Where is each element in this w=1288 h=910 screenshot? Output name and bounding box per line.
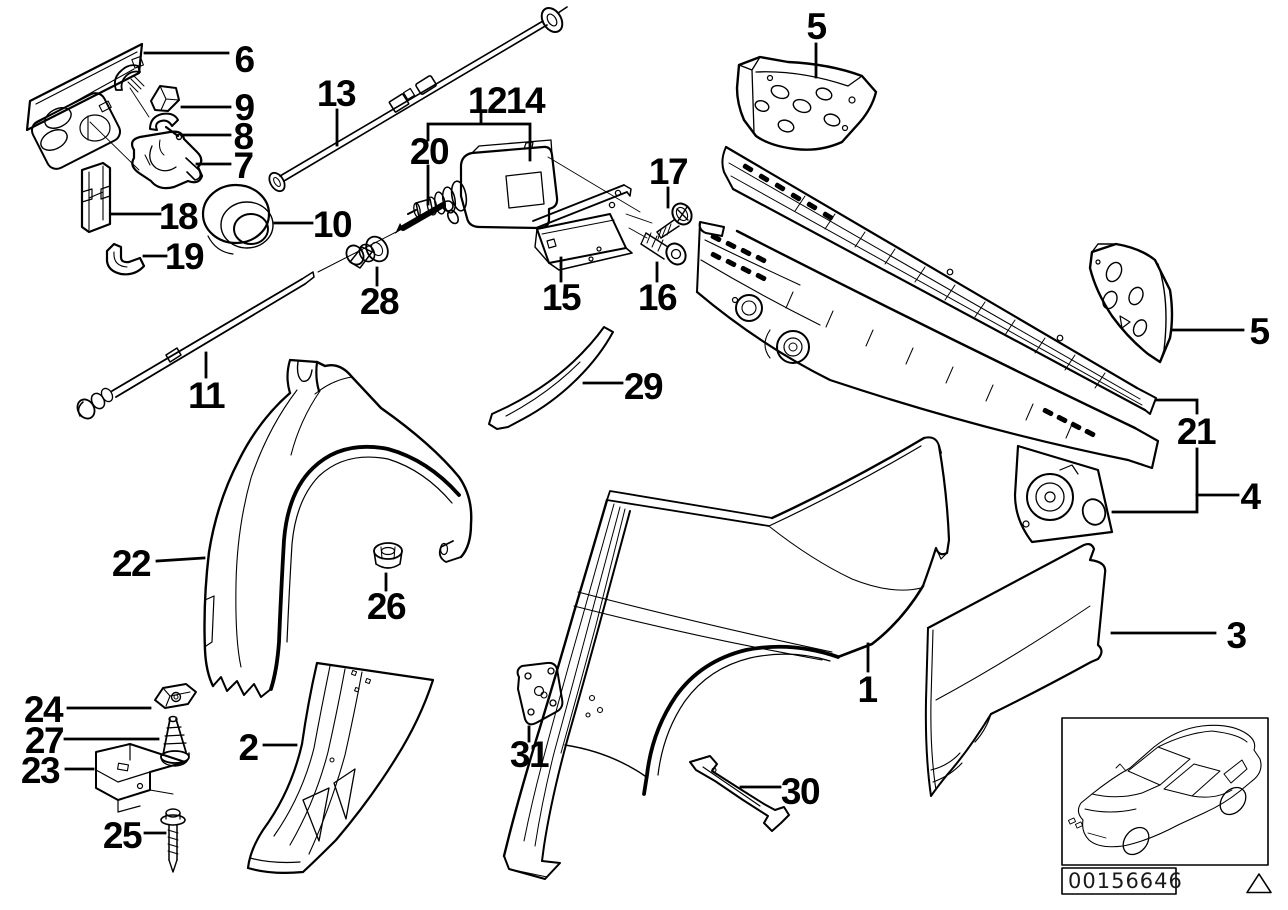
part-2-drawing: [246, 661, 435, 874]
part-6-drawing: [25, 42, 150, 171]
callout-label-19-19: 19: [165, 236, 204, 277]
part-13-drawing: [268, 6, 568, 193]
part-18-drawing: [80, 161, 112, 234]
callout-label-12-12: 12: [468, 80, 507, 121]
callout-label-29-29: 29: [624, 366, 663, 407]
part-27-drawing: [160, 715, 190, 767]
part-3-drawing: [924, 542, 1107, 797]
callout-label-20-20: 20: [410, 131, 449, 172]
image-number-text: 00156646: [1068, 869, 1183, 893]
callout-label-13-14: 13: [317, 73, 356, 114]
part-22-drawing: [203, 358, 473, 698]
callout-label-24-24: 24: [24, 689, 64, 730]
image-number-plate: 00156646: [1061, 867, 1183, 895]
callout-label-5-5: 5: [1249, 311, 1269, 352]
part-5-top-drawing: [735, 55, 878, 151]
image-number-box: [1061, 867, 1177, 895]
part-11-drawing: [76, 228, 403, 420]
callout-label-31-31: 31: [510, 734, 549, 775]
part-19-drawing: [105, 242, 146, 276]
part-30-drawing: [689, 755, 790, 832]
part-4-rail-lower-drawing: [695, 221, 1160, 544]
callout-label-25-25: 25: [103, 815, 142, 856]
part-17-drawing: [656, 202, 693, 240]
callout-label-15-15: 15: [542, 277, 581, 318]
part-29-drawing: [488, 326, 614, 430]
callout-label-27-27: 27: [25, 720, 63, 761]
part-1-drawing: [502, 436, 951, 880]
part-25-drawing: [160, 808, 186, 873]
callout-label-1-0: 1: [857, 669, 877, 710]
part-10-drawing: [201, 183, 274, 255]
part-15-drawing: [532, 184, 653, 271]
vehicle-thumbnail: [1061, 717, 1269, 866]
callout-label-4-3: 4: [1240, 476, 1261, 517]
part-28-drawing: [345, 235, 389, 269]
callout-label-14-13: 14: [506, 80, 546, 121]
callout-label-22-22: 22: [112, 543, 151, 584]
thumbnail-frame: [1061, 717, 1269, 866]
part-26-drawing: [373, 542, 403, 569]
callout-group-brackets: [426, 110, 1199, 514]
part-24-drawing: [154, 683, 197, 709]
car-outline-icon: [1067, 724, 1262, 856]
callout-label-7-7: 7: [233, 145, 252, 186]
callout-label-28-28: 28: [360, 281, 399, 322]
callout-label-21-21: 21: [1177, 411, 1216, 452]
part-31-drawing: [516, 661, 564, 726]
callout-label-2-1: 2: [238, 727, 258, 768]
part-9-drawing: [150, 85, 180, 112]
part-5-right-drawing: [1088, 242, 1174, 364]
part-16-drawing: [640, 232, 687, 266]
callout-label-3-2: 3: [1226, 615, 1246, 656]
warning-triangle-icon: [1246, 873, 1272, 894]
callout-label-30-30: 30: [781, 771, 820, 812]
callout-label-10-10: 10: [313, 204, 352, 245]
callout-22-leader-22: [155, 556, 206, 563]
callout-label-18-18: 18: [159, 196, 198, 237]
callout-label-26-26: 26: [367, 586, 406, 627]
callout-label-16-16: 16: [638, 277, 677, 318]
callout-label-23-23: 23: [21, 750, 60, 791]
part-12-14-drawing: [407, 139, 641, 230]
part-4-rail-upper-drawing: [721, 145, 1157, 415]
callout-label-17-17: 17: [649, 151, 687, 192]
part-7-drawing: [130, 130, 204, 190]
part-23-drawing: [95, 743, 186, 813]
callout-label-9-9: 9: [234, 87, 254, 128]
callout-label-11-11: 11: [188, 375, 225, 416]
callout-label-8-8: 8: [233, 116, 253, 157]
callout-label-6-6: 6: [234, 39, 254, 80]
callout-label-5-4: 5: [806, 6, 826, 47]
